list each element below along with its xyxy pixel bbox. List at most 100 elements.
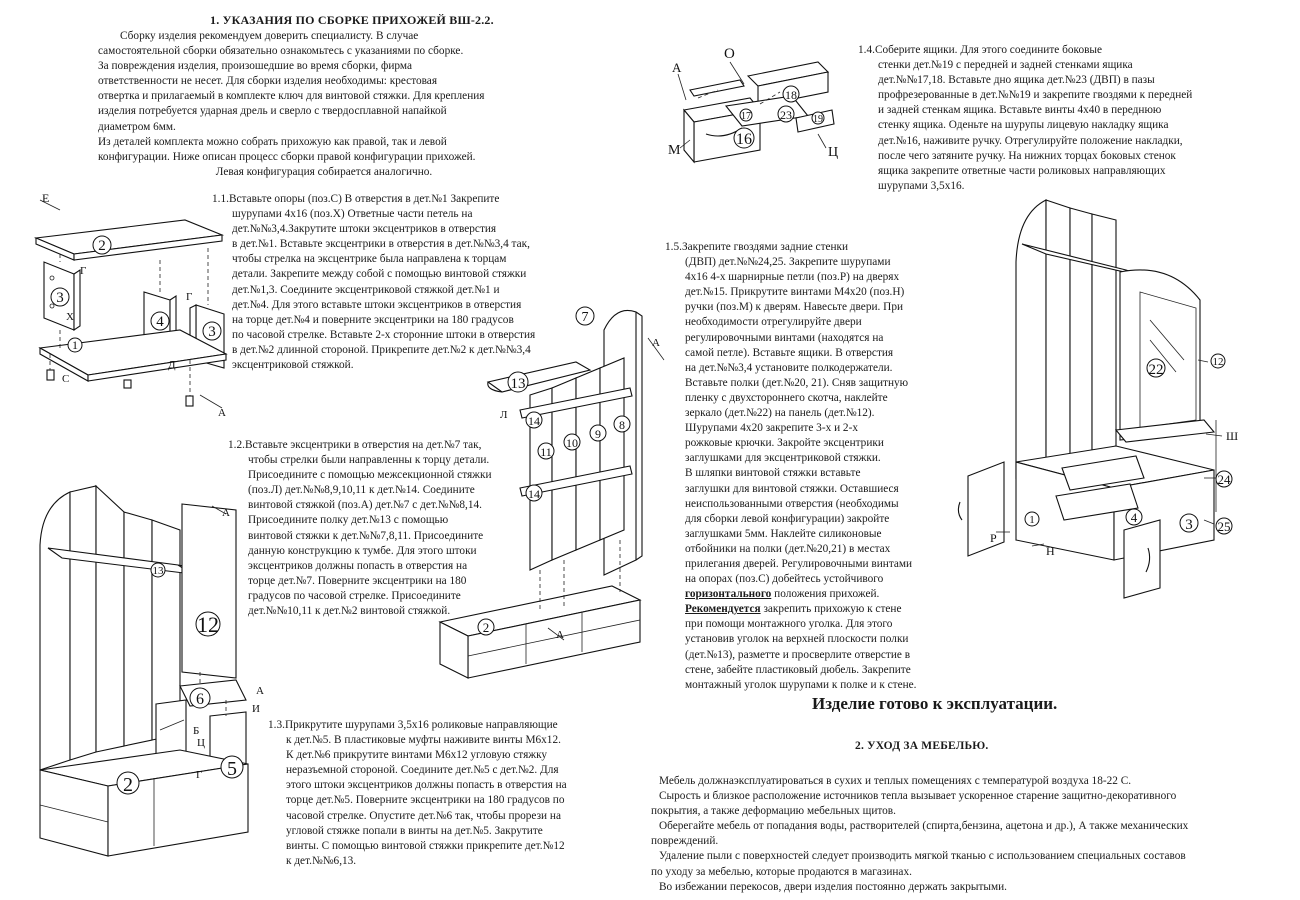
part-letter: А <box>652 337 660 349</box>
intro-line: Левая конфигурация собирается аналогично… <box>215 165 433 178</box>
step-line: профрезерованные в дет.№№19 и закрепите … <box>878 89 1193 102</box>
step-line: 1.5.Закрепите гвоздями задние стенки <box>665 241 849 253</box>
part-label: 22 <box>1149 362 1164 378</box>
step-1-3-text: 1.3.Прикрутите шурупами 3,5х16 роликовые… <box>268 718 567 869</box>
step-line: на торце дет.№4 и поверните эксцентрики … <box>232 313 514 326</box>
step-line: неразъемной стороной. Соедините дет.№5 с… <box>286 764 559 777</box>
part-letter: Д <box>168 359 176 371</box>
step-line: горизонтального положения прихожей. <box>665 587 917 602</box>
step-line: часовой стрелке. Опустите дет.№6 так, чт… <box>286 809 561 822</box>
step-line: дет.№№10,11 к дет.№2 винтовой стяжкой. <box>248 605 451 618</box>
part-letter: А <box>556 629 564 641</box>
part-label: 13 <box>153 565 165 577</box>
care-line: повреждений. <box>651 835 719 848</box>
part-label: 2 <box>483 620 490 635</box>
step-line: для сборки левой конфигурации) закройте <box>685 512 890 525</box>
step-line: чтобы стрелка на эксцентрике была направ… <box>232 253 507 266</box>
part-label: 9 <box>595 427 601 441</box>
step-line-rest: положения прихожей. <box>771 588 880 601</box>
step-line: торце дет.№5. Поверните эксцентрики на 1… <box>286 794 565 807</box>
intro-text: Сборку изделия рекомендуем доверить спец… <box>98 29 550 180</box>
step-1-4-text: 1.4.Соберите ящики. Для этого соедините … <box>858 43 1192 194</box>
intro-line: Сборку изделия рекомендуем доверить спец… <box>120 30 419 42</box>
part-label: 11 <box>540 445 552 459</box>
part-letter: Е <box>42 191 49 205</box>
part-letter: О <box>724 46 735 62</box>
part-letter: Х <box>66 311 74 323</box>
step-line: на опорах (поз.С) добейтесь устойчивого <box>685 573 884 586</box>
part-label: 14 <box>528 414 540 428</box>
step-line: на дет.№№3,4 установите полкодержатели. <box>685 361 893 374</box>
step-1-1-text: 1.1.Вставьте опоры (поз.С) В отверстия в… <box>212 192 535 373</box>
part-label: 16 <box>736 131 752 148</box>
part-label: 23 <box>780 108 792 122</box>
step-line: регулировочными винтами (находятся на <box>685 331 884 344</box>
step-line: этого штоки эксцентриков должны попасть … <box>286 779 567 792</box>
step-line: шурупами 4х16 (поз.Х) Ответные части пет… <box>232 208 473 221</box>
step-line: 1.3.Прикрутите шурупами 3,5х16 роликовые… <box>268 719 558 731</box>
care-line: Удаление пыли с поверхностей следует про… <box>659 850 1186 863</box>
part-letter: М <box>668 143 681 158</box>
part-label: 2 <box>98 238 106 254</box>
step-line: монтажный уголок шурупами к полке и к ст… <box>685 678 917 691</box>
intro-line: ответственности не несет. Для сборки изд… <box>98 75 438 88</box>
step-line: 1.1.Вставьте опоры (поз.С) В отверстия в… <box>212 193 500 205</box>
intro-line: самостоятельной сборки обязательно ознак… <box>98 45 464 58</box>
step-line: винтовой стяжкой (поз.А) дет.№7 с дет.№№… <box>248 499 482 512</box>
part-letter: И <box>252 703 260 715</box>
part-label: 2 <box>123 774 133 796</box>
step-line: винты. С помощью винтовой стяжки прикреп… <box>286 839 565 852</box>
care-line: по уходу за мебелью, которые продаются в… <box>651 865 912 878</box>
part-label: 12 <box>197 612 219 637</box>
part-label: 5 <box>227 758 237 780</box>
part-letter: Г <box>196 769 202 781</box>
step-line: шурупами 3,5х16. <box>878 179 965 192</box>
step-line: 4х16 4-х шарнирные петли (поз.Р) на двер… <box>685 271 900 284</box>
part-letter: Ц <box>828 145 838 160</box>
part-label: 10 <box>566 436 578 450</box>
step-line: дет.№№3,4.Закрутите штоки эксцентриков в… <box>232 223 497 236</box>
step-line: Присоедините полку дет.№13 с помощью <box>248 514 449 527</box>
part-letter: Г <box>80 265 86 277</box>
part-label: 6 <box>196 691 204 708</box>
intro-line: конфигурации. Ниже описан процесс сборки… <box>98 150 476 163</box>
step-line: ящика закрепите ответные части роликовых… <box>878 164 1166 177</box>
care-line: Оберегайте мебель от попадания воды, рас… <box>659 820 1189 833</box>
part-label: 7 <box>582 310 589 325</box>
part-letter: А <box>218 407 226 419</box>
care-line: покрытия, а также деформацию мебельных щ… <box>651 805 896 818</box>
part-label: 1 <box>72 338 78 352</box>
step-line: К дет.№6 прикрутите винтами М6х12 углову… <box>286 749 548 762</box>
step-line: эксцентриковой стяжкой. <box>232 359 354 372</box>
part-label: 1 <box>1029 514 1035 526</box>
part-letter: Л <box>500 409 508 421</box>
step-line: детали. Закрепите между собой с помощью … <box>232 268 527 281</box>
step-line: Шурупами 4х20 закрепите 3-х и 2-х <box>685 422 858 435</box>
step-1-5-text: 1.5.Закрепите гвоздями задние стенки (ДВ… <box>665 240 917 693</box>
ready-heading: Изделие готово к эксплуатации. <box>812 694 1058 713</box>
step-line: В шляпки винтовой стяжки вставьте <box>685 467 861 480</box>
step-line: отбойники на полки (дет.№20,21) в местах <box>685 542 891 555</box>
emphasis-text: горизонтального <box>685 588 772 601</box>
part-label: 17 <box>741 111 751 122</box>
step-line: заглушками для эксцентриковой стяжки. <box>685 452 881 465</box>
step-line: градусов по часовой стрелке. Присоединит… <box>248 589 461 602</box>
emphasis-text: Рекомендуется <box>685 603 761 616</box>
intro-line: диаметром 6мм. <box>98 120 176 133</box>
care-line: Во избежании перекосов, двери изделия по… <box>659 880 1008 893</box>
step-line: стенку ящика. Оденьте на шурупы лицевую … <box>878 119 1169 132</box>
intro-line: За повреждения изделия, произошедшие во … <box>98 60 412 73</box>
step-line: заглушками 5мм. Наклейте силиконовые <box>685 527 882 540</box>
step-line: (ДВП) дет.№№24,25. Закрепите шурупами <box>685 256 891 269</box>
step-line: рожковые крючки. Закройте эксцентрики <box>685 437 884 450</box>
step-line: Рекомендуется закрепить прихожую к стене <box>665 602 917 617</box>
step-line: стенки дет.№19 с передней и задней стенк… <box>878 59 1133 72</box>
step-line: торце дет.№7. Поверните эксцентрики на 1… <box>248 574 467 587</box>
step-line: установив уголок на верхней плоскости по… <box>685 633 909 646</box>
part-label: 19 <box>813 114 823 125</box>
step-line: неиспользованными отверстия (необходимы <box>685 497 899 510</box>
step-line: чтобы стрелки были направленны к торцу д… <box>248 454 490 467</box>
step-line: заглушки для винтовой стяжки. Оставшиеся <box>685 482 899 495</box>
part-letter: Ц <box>197 737 205 749</box>
part-label: 25 <box>1218 519 1231 534</box>
